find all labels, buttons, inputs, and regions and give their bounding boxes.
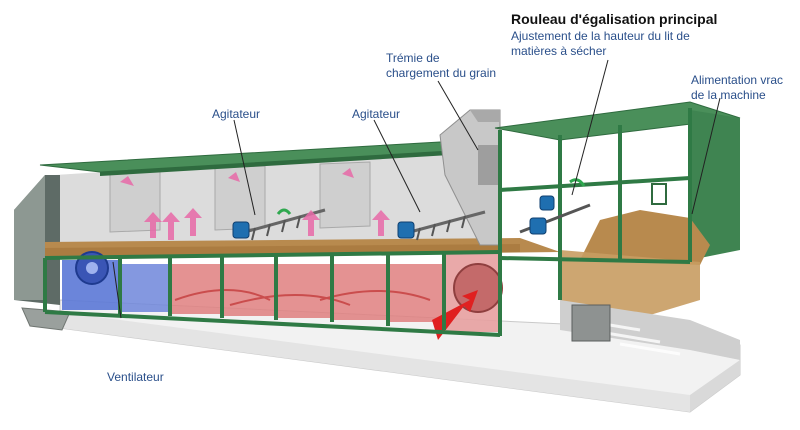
interior-bays bbox=[109, 161, 371, 233]
agitator-paddles bbox=[251, 215, 466, 241]
hopper-label: Trémie de chargement du grain bbox=[386, 51, 496, 81]
bulk-feed-label-line-2: de la machine bbox=[691, 88, 766, 102]
bulk-feed-label-line-1: Alimentation vrac bbox=[691, 73, 784, 87]
main-roller-description: Ajustement de la hauteur du lit de matiè… bbox=[511, 29, 690, 59]
leader-lines bbox=[112, 59, 721, 319]
agitator-shaft-right bbox=[409, 210, 486, 234]
agitator-motor-icon bbox=[232, 195, 555, 239]
green-rotation-arrows bbox=[276, 178, 586, 215]
bulk-grain-pile bbox=[580, 210, 710, 265]
control-box bbox=[571, 304, 611, 342]
main-roller-description-line-1: Ajustement de la hauteur du lit de bbox=[511, 29, 690, 43]
main-roller-description-line-2: matières à sécher bbox=[511, 44, 607, 58]
hopper-label-line-2: chargement du grain bbox=[386, 66, 497, 80]
right-frame bbox=[498, 108, 692, 336]
hopper-label-line-1: Trémie de bbox=[386, 51, 440, 65]
airflow-arrows bbox=[120, 168, 390, 240]
agitator-label-right: Agitateur bbox=[352, 107, 401, 121]
fan-label: Ventilateur bbox=[107, 370, 164, 384]
right-housing-wall bbox=[690, 110, 740, 260]
bulk-feed-label: Alimentation vrac de la machine bbox=[691, 73, 783, 103]
main-roller-title: Rouleau d'égalisation principal bbox=[511, 11, 718, 27]
side-window bbox=[651, 183, 667, 205]
agitator-label-left: Agitateur bbox=[212, 107, 261, 121]
